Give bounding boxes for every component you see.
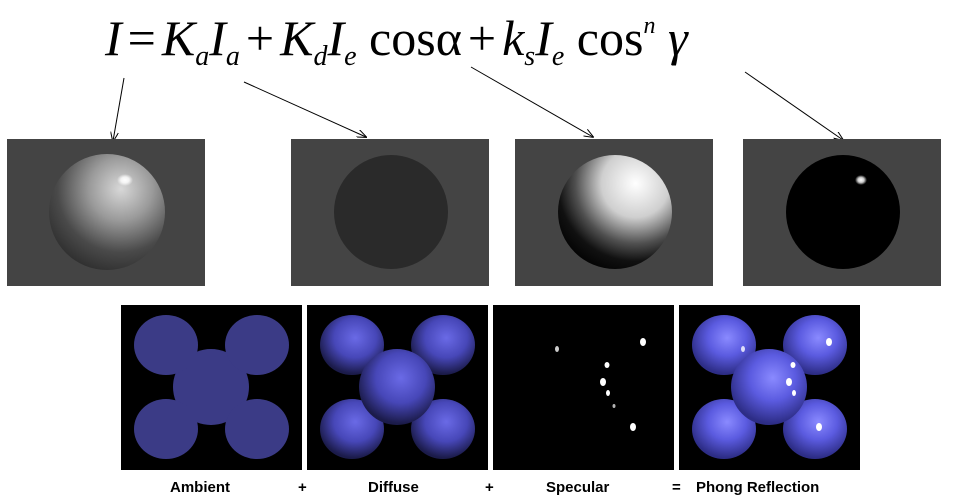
arrow-to-ambient-sphere — [113, 77, 125, 141]
sphere-specular — [786, 155, 900, 269]
label-plus-2: + — [485, 479, 494, 496]
formula-ks: k — [502, 10, 525, 66]
sphere-ambient-image — [334, 155, 448, 269]
formula-Ie-2: I — [535, 10, 552, 66]
phong-highlights — [741, 338, 832, 431]
arrow-to-diffuse-base-sphere — [243, 81, 366, 137]
formula-cos-2: cos — [576, 10, 644, 66]
specular-highlight — [855, 175, 867, 185]
blob-phong-image — [692, 315, 847, 459]
blob-panel-phong — [679, 305, 860, 470]
blob-ambient — [134, 315, 289, 459]
formula-d-subscript: d — [313, 41, 328, 72]
formula-e-subscript-1: e — [344, 41, 357, 72]
specular-highlight — [117, 174, 133, 186]
formula-s-subscript: s — [524, 41, 536, 72]
lighting-formula: I=KaIa+KdIe cosα+ksIe cosn γ — [105, 6, 688, 72]
formula-gamma: γ — [667, 10, 688, 66]
formula-Kd: K — [280, 10, 314, 66]
label-specular: Specular — [546, 479, 610, 496]
sphere-panel-specular — [743, 139, 941, 286]
formula-Ie-1: I — [327, 10, 345, 66]
sphere-panel-combined — [7, 139, 205, 286]
formula-cos-1: cos — [369, 10, 436, 66]
label-equals: = — [672, 479, 681, 496]
blob-specular-image — [555, 338, 646, 431]
label-phong-reflection: Phong Reflection — [696, 479, 820, 496]
formula-n-superscript: n — [643, 13, 656, 39]
formula-a-subscript-2: a — [225, 41, 240, 72]
sphere-panel-diffuse — [515, 139, 713, 286]
specular-highlights — [555, 338, 646, 431]
sphere-combined — [49, 154, 165, 270]
blob-ambient-image — [134, 315, 289, 459]
sphere-specular-image — [786, 155, 900, 269]
formula-plus-1: + — [245, 10, 275, 66]
arrow-to-diffuse-sphere — [470, 66, 593, 137]
formula-alpha: α — [435, 10, 462, 66]
formula-a-subscript: a — [195, 41, 210, 72]
blob-phong — [692, 315, 847, 459]
formula-Ka: K — [161, 10, 196, 66]
sphere-combined-image — [49, 154, 165, 270]
formula-plus-2: + — [467, 10, 497, 66]
arrow-to-specular-sphere — [744, 71, 843, 140]
sphere-ambient — [334, 155, 448, 269]
formula-equals: = — [127, 10, 156, 66]
blob-panel-diffuse — [307, 305, 488, 470]
blob-diffuse — [320, 315, 475, 459]
label-plus-1: + — [298, 479, 307, 496]
blob-diffuse-image — [320, 315, 475, 459]
sphere-panel-ambient — [291, 139, 489, 286]
sphere-diffuse — [558, 155, 672, 269]
formula-I: I — [105, 10, 122, 66]
label-diffuse: Diffuse — [368, 479, 419, 496]
label-ambient: Ambient — [170, 479, 230, 496]
blob-panel-specular — [493, 305, 674, 470]
sphere-diffuse-image — [558, 155, 672, 269]
blob-panel-ambient — [121, 305, 302, 470]
formula-e-subscript-2: e — [551, 41, 565, 72]
formula-Ia: I — [209, 10, 226, 66]
